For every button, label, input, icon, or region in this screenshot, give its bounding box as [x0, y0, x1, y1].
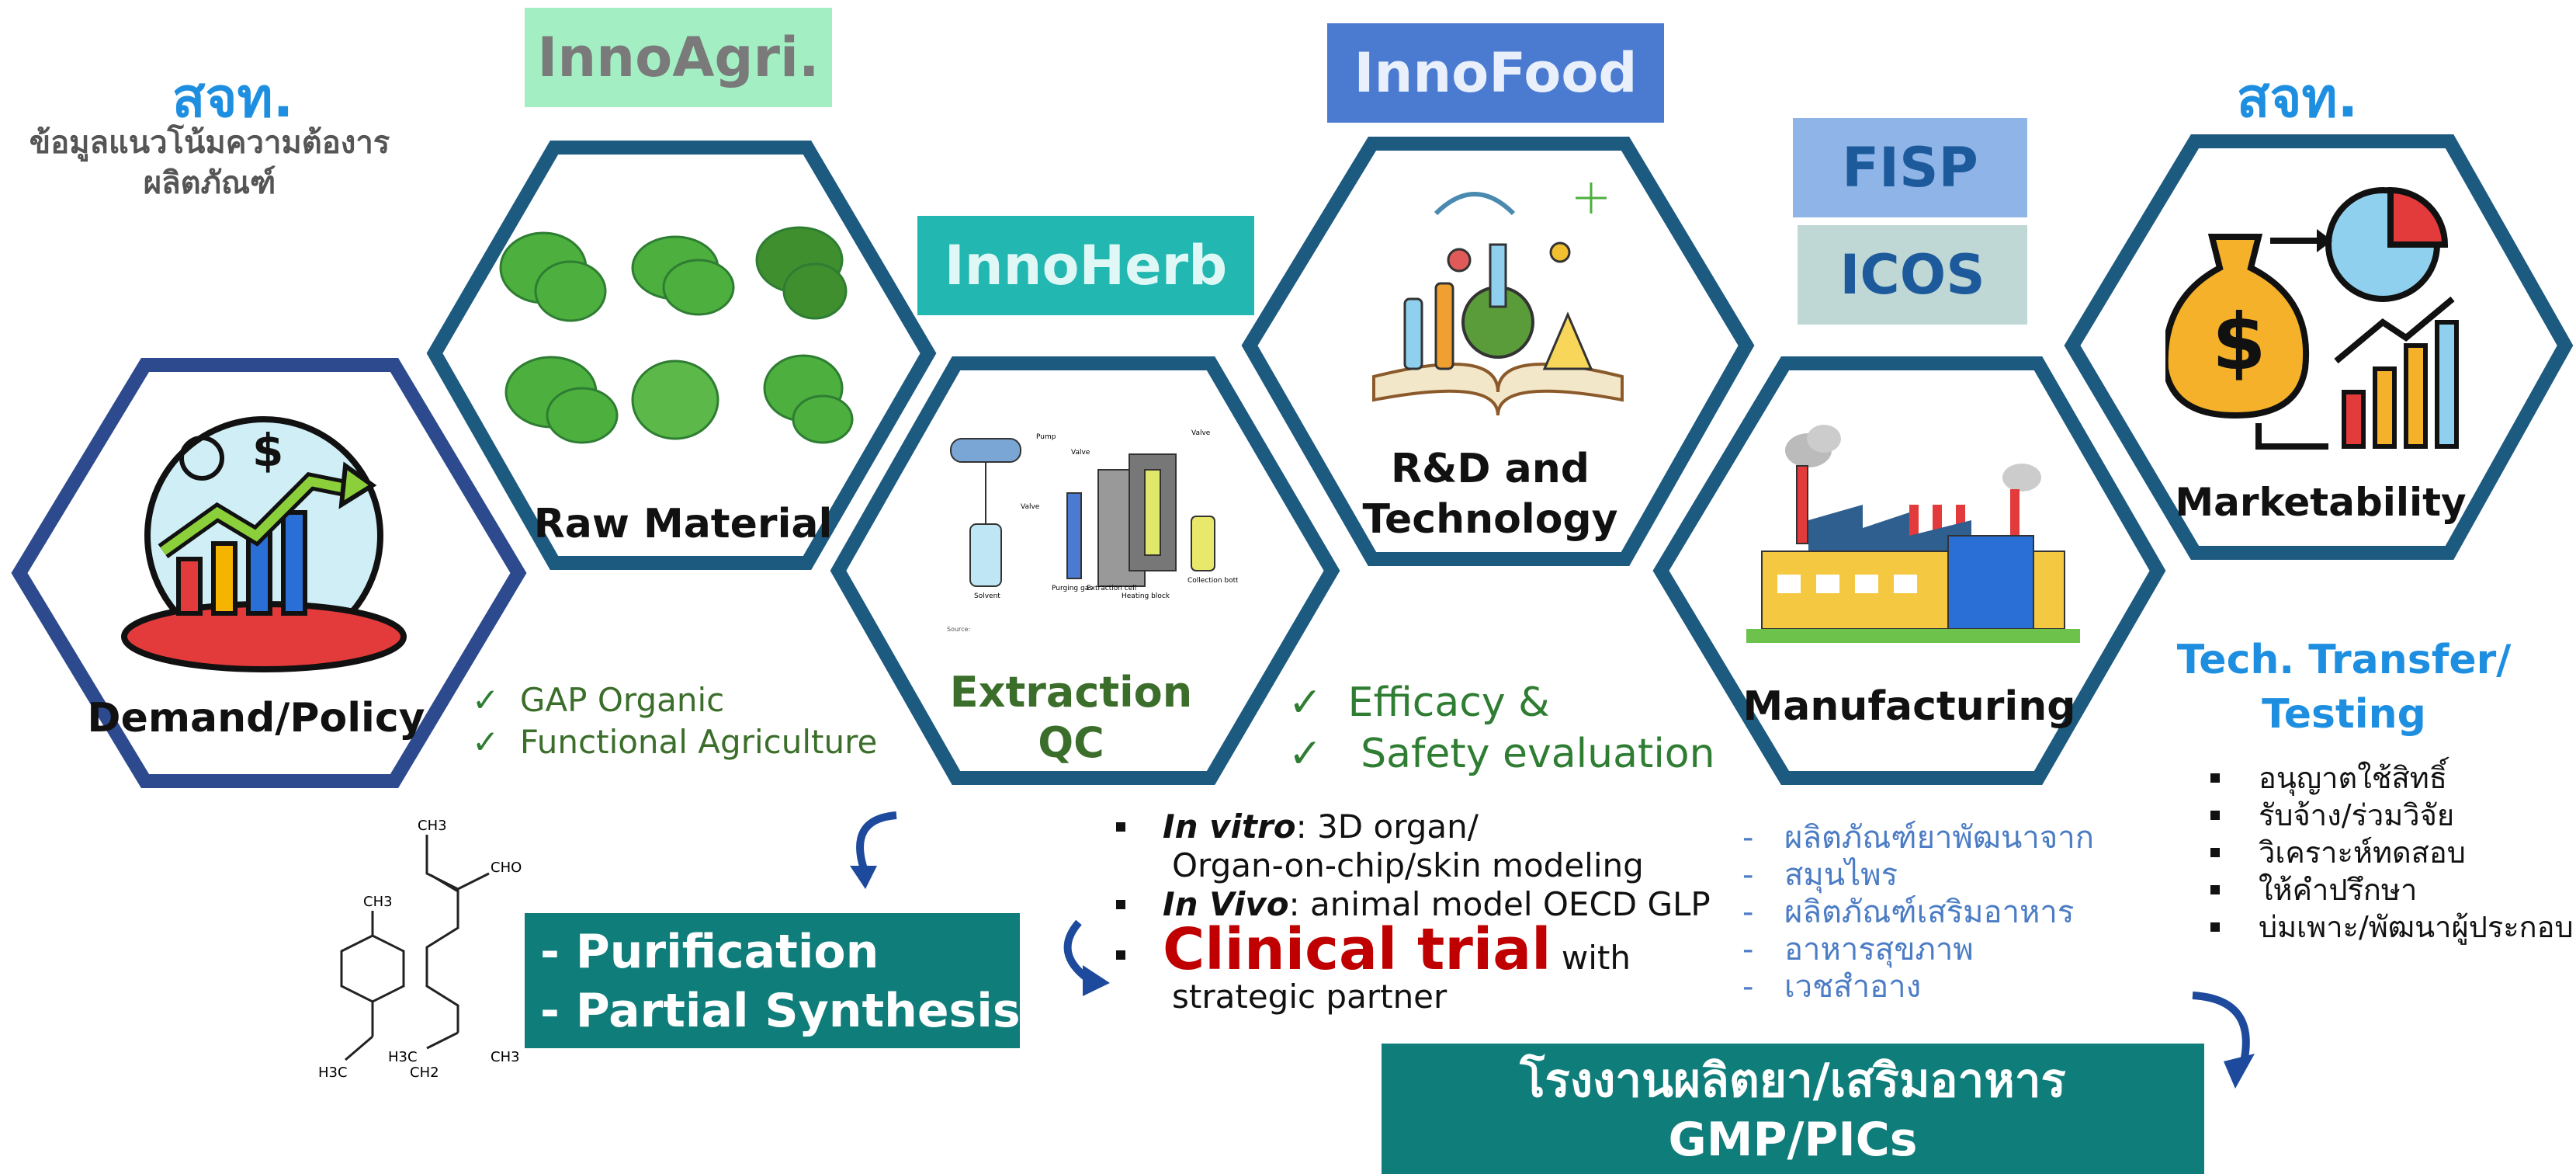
diagram-label: Heating block — [1122, 592, 1170, 600]
product-item-continuation: สมุนไพร — [1742, 856, 2094, 894]
diagram-label: Valve — [1191, 429, 1211, 437]
product-list: ผลิตภัณฑ์ยาพัฒนาจาก สมุนไพร ผลิตภัณฑ์เสร… — [1742, 819, 2094, 1006]
check-icon: ✓ — [472, 681, 500, 719]
clinical-item: Clinical trial with — [1110, 921, 1711, 978]
money-growth-icon: $ — [2165, 186, 2459, 450]
services-list: อนุญาตใช้สิทธิ์ รับจ้าง/ร่วมวิจัย วิเครา… — [2204, 759, 2576, 946]
clinical-detail: strategic partner — [1172, 978, 1447, 1016]
hex-label-demand-policy: Demand/Policy — [87, 695, 425, 742]
science-book-icon — [1372, 182, 1624, 416]
tech-transfer-title: Tech. Transfer/ Testing — [2176, 637, 2512, 738]
agri-check-list: ✓ GAP Organic ✓ Functional Agriculture — [472, 679, 877, 763]
chem-label: H3C — [388, 1049, 418, 1065]
check-icon: ✓ — [1288, 679, 1323, 726]
diagram-label: Valve — [1071, 449, 1090, 457]
factory-line: โรงงานผลิตยา/เสริมอาหาร — [1520, 1054, 2066, 1108]
innofood-tag: InnoFood — [1327, 23, 1664, 123]
curved-arrow-icon — [2192, 992, 2255, 1089]
service-item: บ่มเพาะ/พัฒนาผู้ประกอบ — [2204, 908, 2576, 946]
left-org-title: สจท. — [172, 66, 294, 130]
hex-label-extraction-qc: Extraction QC — [949, 668, 1193, 767]
herb-leaves-image — [499, 226, 854, 444]
chem-label: CHO — [491, 860, 522, 876]
factory-icon — [1746, 425, 2080, 643]
market-trend-icon: $ — [121, 416, 407, 672]
innoherb-tag: InnoHerb — [917, 216, 1254, 315]
diagram-caption: Source: — [947, 626, 970, 633]
chem-label: CH3 — [418, 818, 447, 834]
curved-arrow-icon — [1063, 919, 1110, 996]
left-demand-description: ข้อมูลแนวโน้มความต้องาร ผลิตภัณฑ์ — [29, 125, 390, 201]
service-item: รับจ้าง/ร่วมวิจัย — [2204, 797, 2576, 834]
purification-item: - Partial Synthesis — [540, 984, 1021, 1038]
hex-label-manufacturing: Manufacturing — [1742, 683, 2076, 730]
service-item: อนุญาตใช้สิทธิ์ — [2204, 759, 2576, 797]
chem-label: CH2 — [410, 1065, 439, 1081]
agri-check-item: ✓ Functional Agriculture — [472, 723, 878, 761]
diagram-label: Valve — [1021, 503, 1040, 511]
diagram-label: Purging gas — [1052, 585, 1093, 592]
hex-label-rnd-technology: R&D and Technology — [1362, 446, 1618, 543]
efficacy-check-list: ✓ Efficacy & ✓ Safety evaluation — [1288, 677, 1715, 780]
check-icon: ✓ — [1288, 731, 1323, 777]
product-item: ผลิตภัณฑ์ยาพัฒนาจาก — [1742, 819, 2094, 856]
innoagri-tag: InnoAgri. — [525, 8, 832, 107]
invitro-item: In vitro: 3D organ/ — [1110, 808, 1711, 846]
check-icon: ✓ — [472, 723, 500, 761]
molecule-structure-icon: CH3 CHO H3C CH3 CH3 H3C CH2 — [318, 818, 522, 1081]
factory-standard-box: โรงงานผลิตยา/เสริมอาหาร GMP/PICs — [1382, 1044, 2204, 1174]
hex-label-raw-material: Raw Material — [533, 501, 833, 547]
agri-check-item: ✓ GAP Organic — [472, 681, 725, 719]
svg-text:$: $ — [2212, 297, 2266, 387]
chem-label: CH3 — [363, 894, 393, 910]
icos-tag: ICOS — [1798, 225, 2027, 325]
diagram-label: Collection bottle — [1187, 577, 1238, 585]
hex-extraction-frame — [830, 356, 1340, 785]
research-methods-list: In vitro: 3D organ/ Organ-on-chip/skin m… — [1110, 808, 1711, 1016]
right-org-title: สจท. — [2236, 66, 2359, 130]
hex-label-marketability: Marketability — [2175, 480, 2467, 525]
service-item: ให้คำปรึกษา — [2204, 871, 2576, 908]
product-item: อาหารสุขภาพ — [1742, 931, 2094, 968]
svg-text:$: $ — [252, 424, 283, 477]
product-item: เวชสำอาง — [1742, 968, 2094, 1006]
extraction-apparatus-diagram: Pump Valve Valve Purging gas Extraction … — [947, 429, 1238, 633]
diagram-label: Solvent — [974, 592, 1000, 600]
service-item: วิเคราะห์ทดสอบ — [2204, 834, 2576, 871]
chem-label: H3C — [318, 1065, 348, 1081]
invitro-detail: Organ-on-chip/skin modeling — [1172, 846, 1644, 884]
diagram-label: Extraction cell — [1087, 585, 1136, 592]
factory-line: GMP/PICs — [1668, 1113, 1918, 1167]
chem-label: CH3 — [491, 1049, 520, 1065]
invivo-item: In Vivo: animal model OECD GLP — [1110, 885, 1711, 924]
efficacy-check-item: ✓ Safety evaluation — [1288, 731, 1715, 777]
curved-arrow-icon — [850, 811, 897, 889]
product-item: ผลิตภัณฑ์เสริมอาหาร — [1742, 894, 2094, 931]
efficacy-check-item: ✓ Efficacy & — [1288, 679, 1550, 726]
diagram-label: Pump — [1036, 433, 1056, 441]
fisp-tag: FISP — [1793, 118, 2027, 217]
purification-box: - Purification - Partial Synthesis — [525, 913, 1021, 1048]
purification-item: - Purification — [540, 925, 879, 979]
